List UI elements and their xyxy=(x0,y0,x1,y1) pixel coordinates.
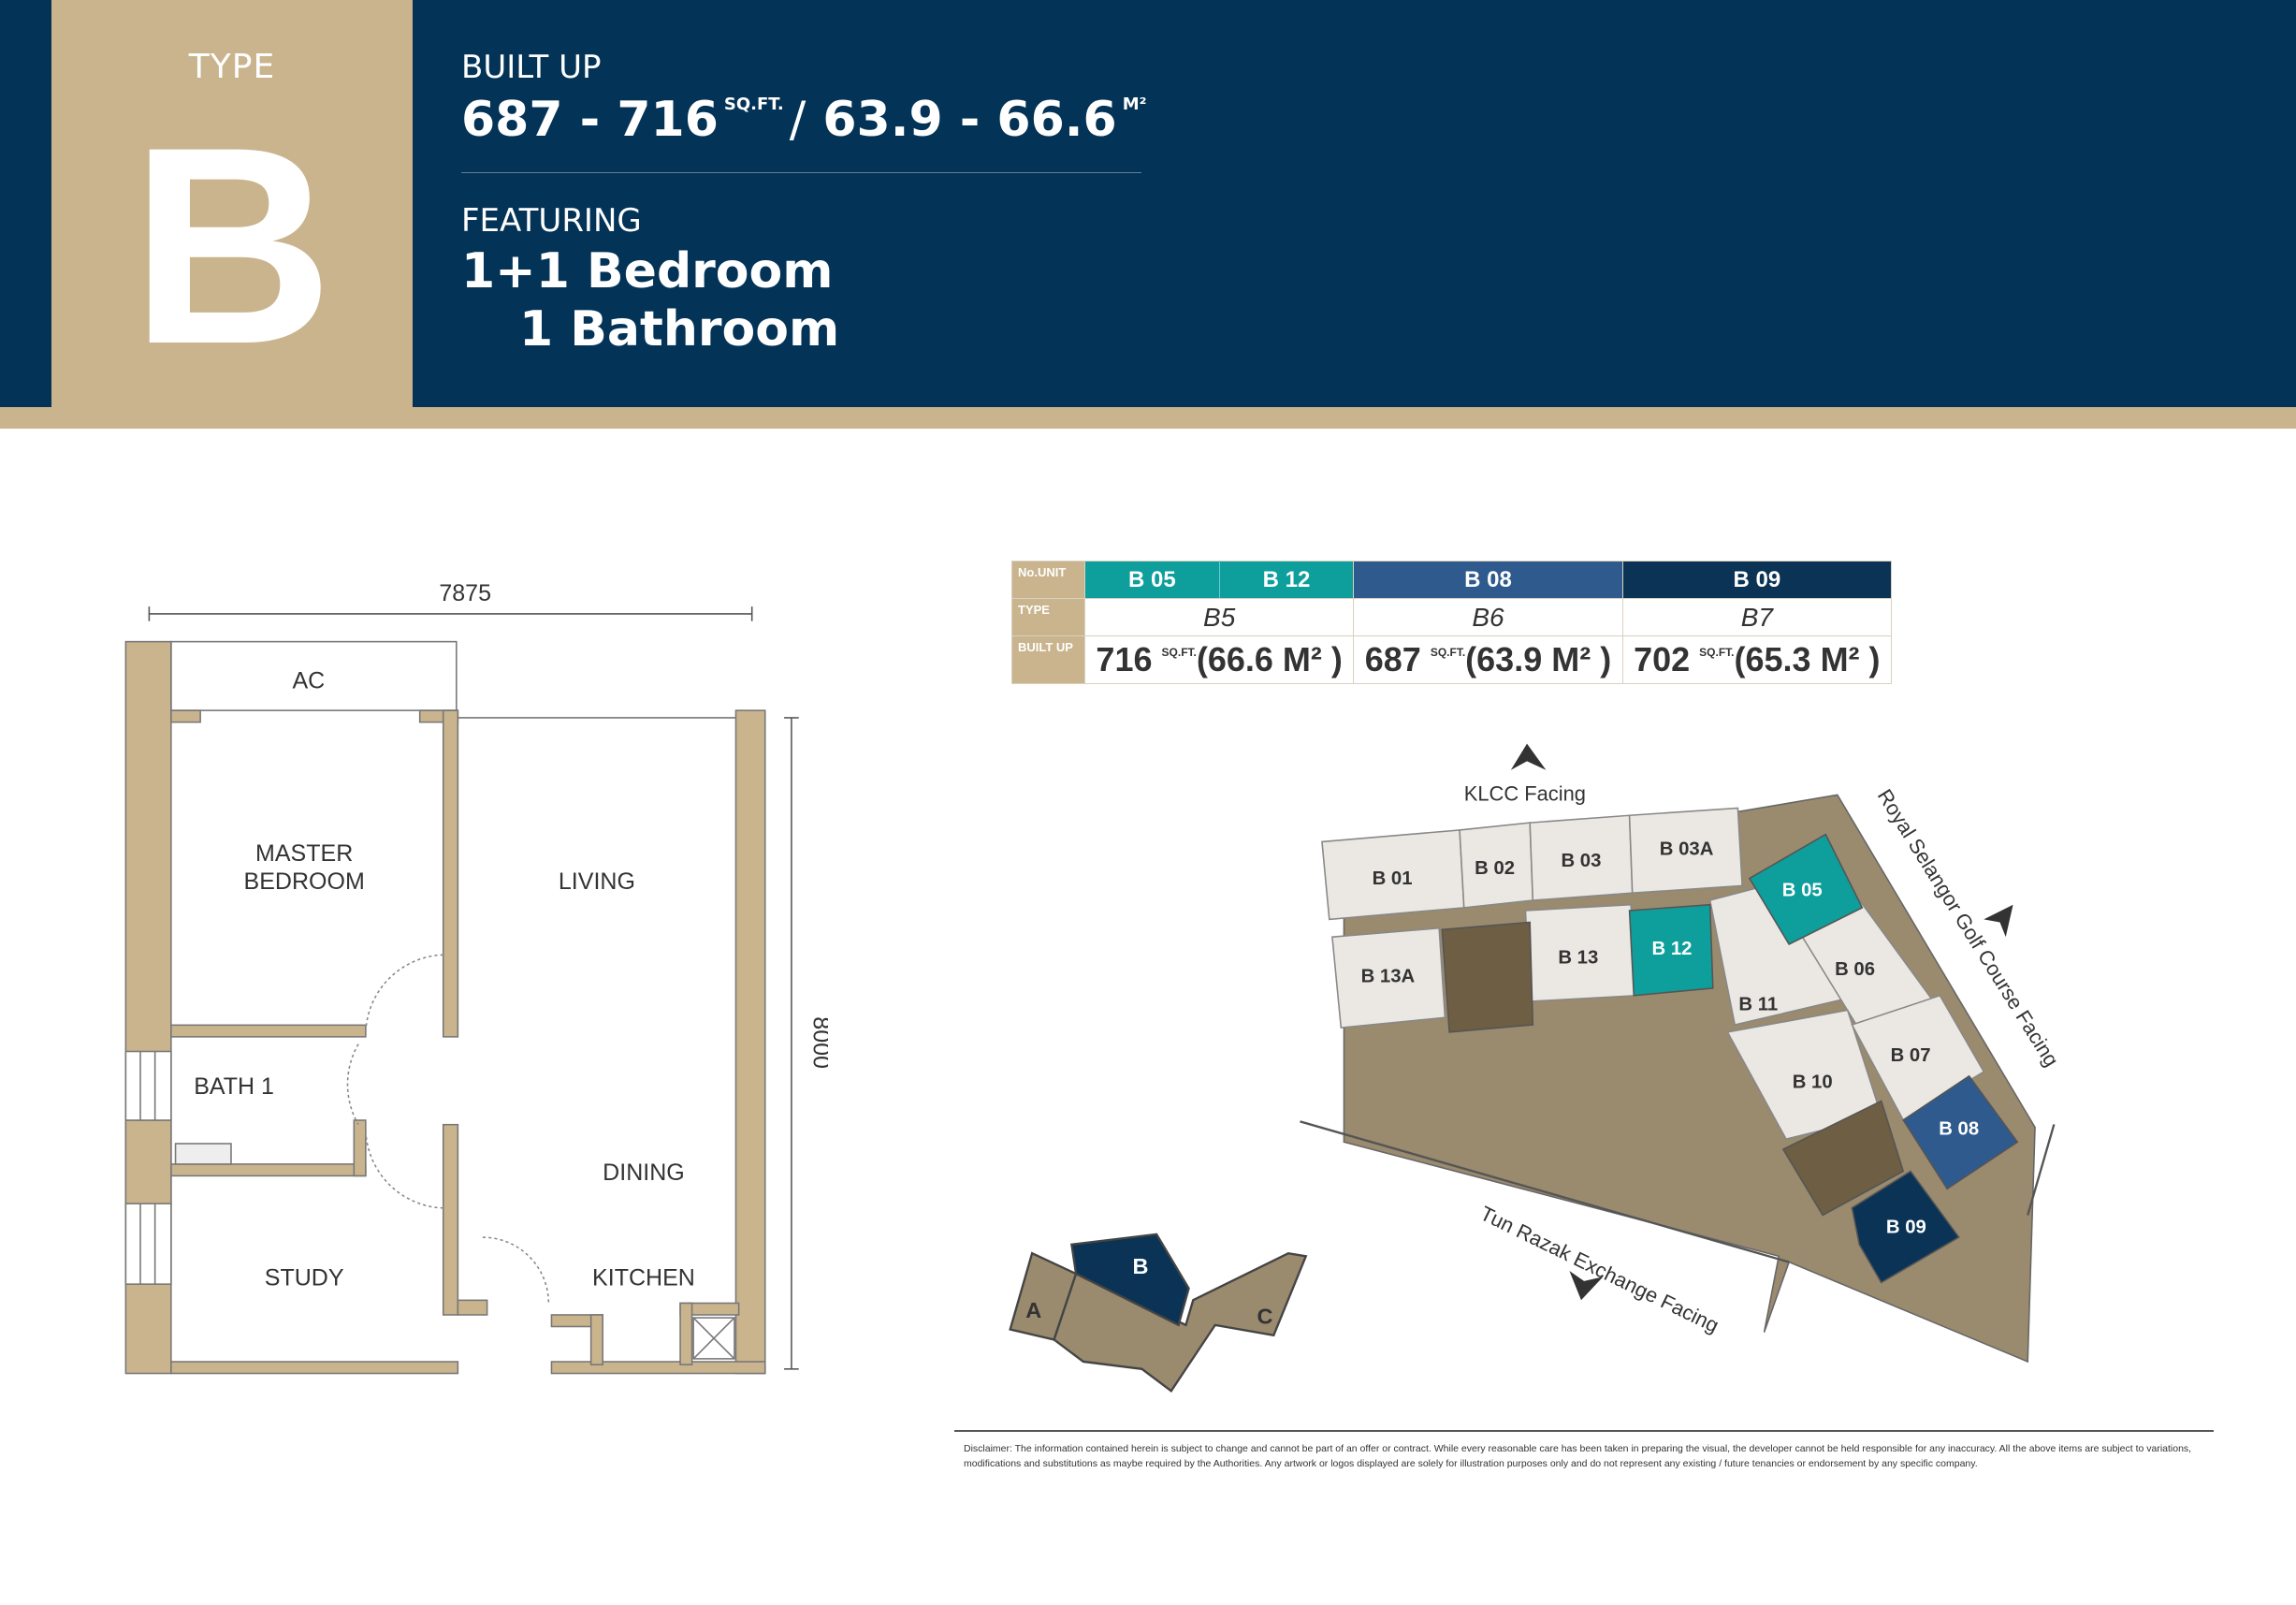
unit-b09: B 09 xyxy=(1621,561,1893,599)
room-master-bedroom-2: BEDROOM xyxy=(244,868,365,895)
unit-label: B 08 xyxy=(1939,1118,1979,1139)
unit-table: No.UNIT B 05 B 12 B 08 B 09 TYPE B5 B6 B… xyxy=(1011,561,1893,684)
unit-label: B 02 xyxy=(1475,858,1515,879)
unit-label: B 07 xyxy=(1891,1045,1931,1066)
room-dining: DINING xyxy=(603,1160,685,1186)
room-ac: AC xyxy=(292,668,325,694)
built-up-m2: 63.9 - 66.6 xyxy=(822,92,1117,148)
unit-label: B 06 xyxy=(1835,959,1875,980)
unit: SQ.FT. xyxy=(1430,646,1466,659)
table-row: TYPE B5 B6 B7 xyxy=(1011,598,1893,636)
type-label: TYPE xyxy=(188,48,276,86)
room-living: LIVING xyxy=(559,868,635,895)
key-a: A xyxy=(1025,1298,1041,1322)
width-dimension: 7875 xyxy=(439,580,491,606)
room-kitchen: KITCHEN xyxy=(592,1265,695,1291)
type-b6: B6 xyxy=(1353,598,1623,636)
unit: SQ.FT. xyxy=(1161,646,1197,659)
unit-b12: B 12 xyxy=(1218,561,1355,599)
room-study: STUDY xyxy=(265,1265,344,1291)
sqft: 716 xyxy=(1096,640,1153,678)
unit-b05: B 05 xyxy=(1084,561,1220,599)
key-plan xyxy=(1009,1233,1308,1393)
disclaimer: Disclaimer: The information contained he… xyxy=(964,1443,2192,1469)
unit-label: B 03A xyxy=(1660,839,1714,860)
built-up-b7: 702 SQ.FT.(65.3 M² ) xyxy=(1621,635,1893,684)
m2-unit: M² xyxy=(1122,95,1147,114)
unit-label: B 12 xyxy=(1651,939,1692,959)
type-b7: B7 xyxy=(1621,598,1893,636)
slash: / xyxy=(789,92,807,148)
key-b: B xyxy=(1132,1254,1148,1278)
m2: (65.3 M² ) xyxy=(1734,640,1881,678)
site-plan: B 01 B 02 B 03 B 03A B 05 B 12 B 13 B 13… xyxy=(1009,743,2063,1393)
m2: (63.9 M² ) xyxy=(1465,640,1612,678)
bedrooms: 1+1 Bedroom xyxy=(461,243,834,299)
height-dimension: 8000 xyxy=(807,1016,828,1069)
sqft-unit: SQ.FT. xyxy=(723,95,784,114)
unit-label: B 10 xyxy=(1793,1072,1833,1092)
south-arrow-icon xyxy=(1569,1270,1604,1301)
gold-divider-bar xyxy=(0,407,2296,429)
row-header-built-up: BUILT UP xyxy=(1011,635,1085,684)
unit-b08: B 08 xyxy=(1353,561,1623,599)
built-up-b6: 687 SQ.FT.(63.9 M² ) xyxy=(1353,635,1623,684)
table-row: No.UNIT B 05 B 12 B 08 B 09 xyxy=(1011,561,1893,599)
row-header-unit: No.UNIT xyxy=(1011,561,1085,599)
m2: (66.6 M² ) xyxy=(1196,640,1343,678)
unit: SQ.FT. xyxy=(1699,646,1735,659)
type-b5: B5 xyxy=(1083,598,1355,636)
unit-label: B 09 xyxy=(1886,1217,1926,1237)
table-row: BUILT UP 716 SQ.FT.(66.6 M² ) 687 SQ.FT.… xyxy=(1011,635,1893,684)
room-bath: BATH 1 xyxy=(194,1073,274,1100)
sqft: 702 xyxy=(1634,640,1691,678)
unit-label: B 13 xyxy=(1558,947,1598,968)
disclaimer-rule xyxy=(954,1430,2214,1432)
built-up-sqft: 687 - 716 xyxy=(461,92,719,148)
type-block: TYPE B xyxy=(51,0,413,407)
unit-label: B 01 xyxy=(1373,868,1413,889)
built-up-b5: 716 SQ.FT.(66.6 M² ) xyxy=(1083,635,1355,684)
floor-plan: 7875 8000 AC MASTER BEDROOM LIVING BATH … xyxy=(124,580,828,1375)
bathrooms: 1 Bathroom xyxy=(519,301,840,357)
header-divider xyxy=(461,172,1141,173)
east-arrow-icon xyxy=(1984,904,2013,938)
klcc-facing-label: KLCC Facing xyxy=(1464,782,1586,806)
room-master-bedroom: MASTER xyxy=(255,840,353,867)
north-arrow-icon xyxy=(1510,743,1547,770)
row-header-type: TYPE xyxy=(1011,598,1085,636)
unit-label: B 11 xyxy=(1738,994,1778,1014)
unit-label: B 05 xyxy=(1782,880,1823,900)
unit-label: B 03 xyxy=(1561,851,1601,871)
built-up-label: BUILT UP xyxy=(461,49,602,86)
sqft: 687 xyxy=(1364,640,1421,678)
key-c: C xyxy=(1257,1304,1272,1328)
unit-label: B 13A xyxy=(1361,967,1416,987)
type-letter: B xyxy=(130,88,334,402)
featuring-label: FEATURING xyxy=(461,202,642,240)
